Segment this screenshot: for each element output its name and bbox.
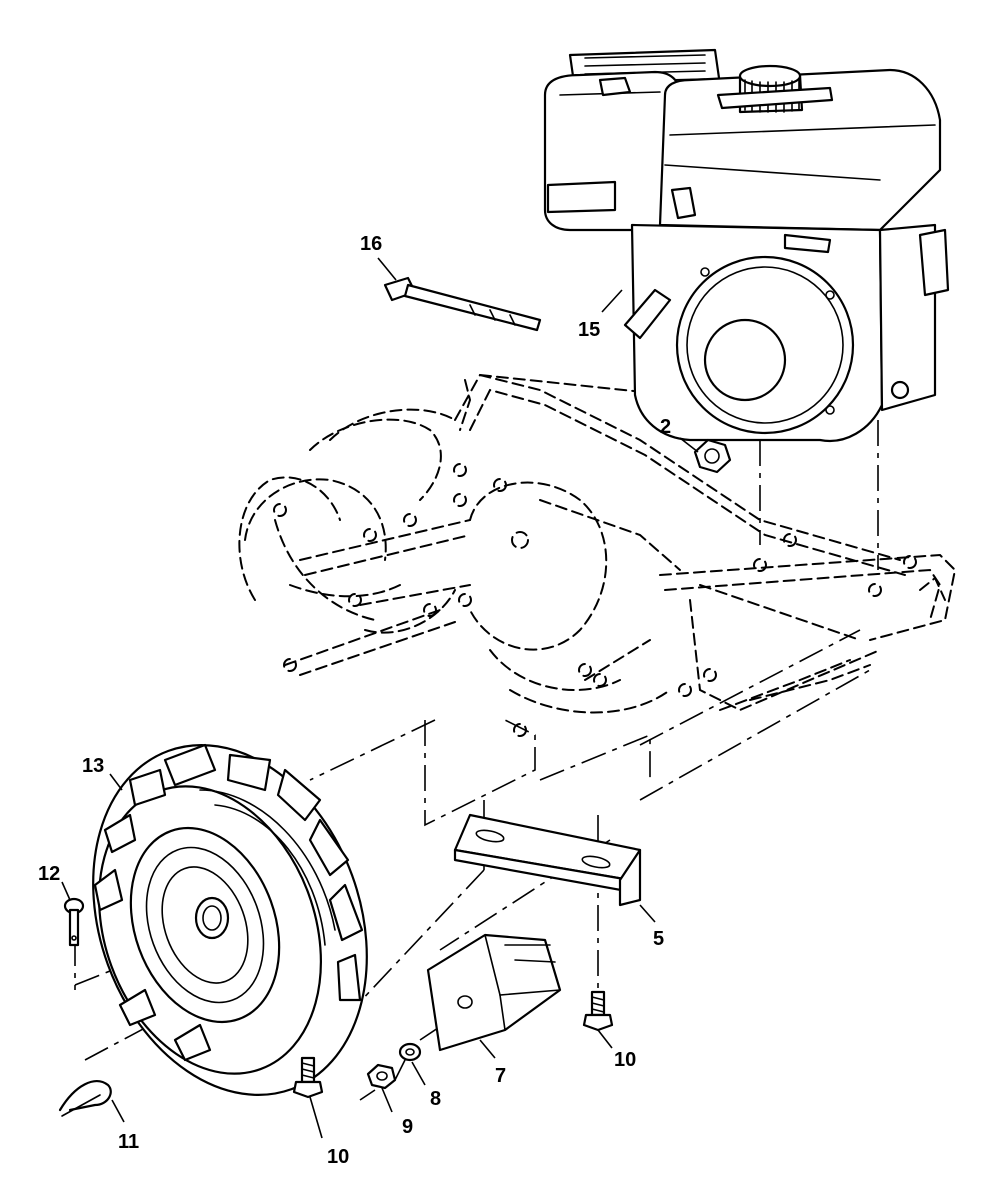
callouts: 16 15 2 13 12 5 10 7 8 9 11 10 [38, 233, 671, 1168]
callout-10-right: 10 [614, 1049, 636, 1071]
callout-16: 16 [360, 233, 382, 255]
callout-13: 13 [82, 755, 104, 777]
callout-8: 8 [430, 1088, 441, 1110]
callout-10-left: 10 [327, 1146, 349, 1168]
callout-12: 12 [38, 863, 60, 885]
lock-washer [398, 1042, 422, 1062]
hex-bolt-left [292, 1056, 324, 1099]
callout-5: 5 [653, 928, 664, 950]
weight-block [426, 933, 562, 1052]
tiller-frame-phantom [238, 373, 957, 737]
bracket [453, 813, 642, 907]
callout-11: 11 [118, 1131, 139, 1153]
callout-7: 7 [495, 1065, 506, 1087]
leader-lines [61, 257, 699, 1139]
engine [543, 48, 950, 443]
callout-15: 15 [578, 319, 600, 341]
callout-9: 9 [402, 1116, 413, 1138]
hex-nut-2 [693, 438, 732, 474]
wheel-and-tire [92, 743, 368, 1096]
clevis-pin [63, 897, 85, 947]
hex-nut-9 [366, 1063, 397, 1090]
hex-bolt-right [582, 990, 614, 1032]
cable-tie [383, 276, 542, 332]
hairpin-clip [58, 1080, 112, 1117]
callout-2: 2 [660, 416, 671, 438]
